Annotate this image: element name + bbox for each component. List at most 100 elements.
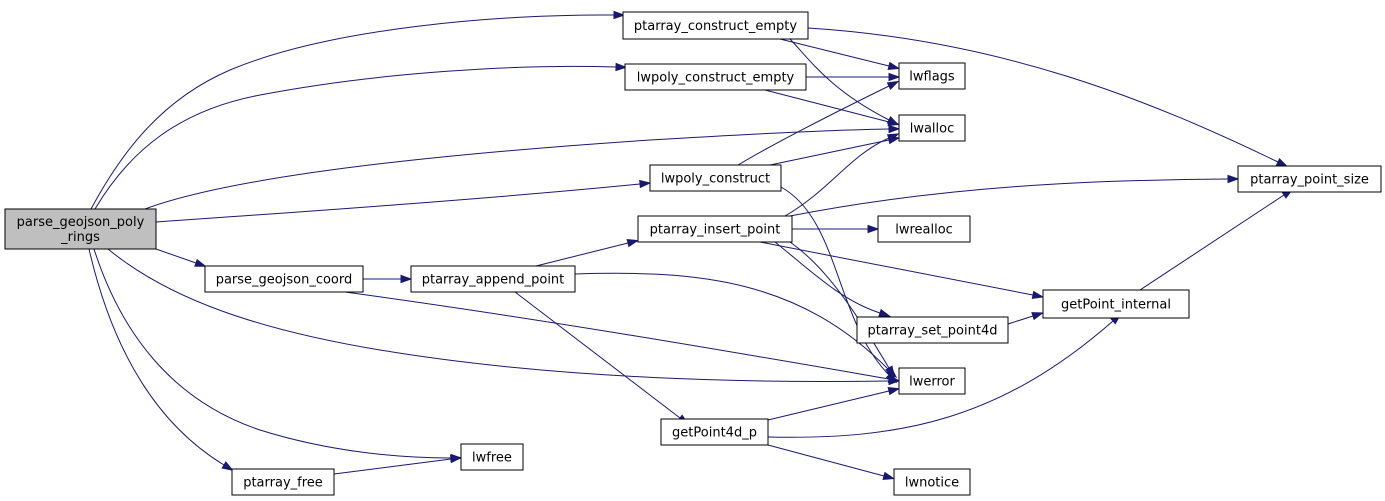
node-ptarray-set-point4d[interactable]: ptarray_set_point4d (856, 316, 1009, 344)
edge-getPoint4d_p-to-lwnotice (767, 444, 896, 480)
arrow-head (888, 72, 901, 82)
edge-lwpoly_construct_empty-to-lwflags (806, 72, 901, 82)
edge-parse_geojson_coord-to-ptarray_append_point (363, 274, 413, 284)
node-lwnotice[interactable]: lwnotice (893, 468, 971, 496)
node-box (877, 215, 971, 243)
edge-line (107, 248, 890, 382)
arrow-head (400, 274, 413, 284)
edge-line (344, 291, 890, 380)
node-lwrealloc[interactable]: lwrealloc (877, 215, 971, 243)
edge-ptarray_set_point4d-to-getPoint_internal (1007, 312, 1044, 325)
node-ptarray-point-size[interactable]: ptarray_point_size (1237, 165, 1382, 193)
node-box (4, 208, 157, 250)
node-label: lwerror (909, 375, 955, 390)
arrow-head (882, 471, 896, 480)
arrow-head (887, 374, 901, 384)
node-label: ptarray_set_point4d (868, 324, 998, 339)
node-label: lwpoly_construct (661, 172, 770, 187)
node-label: ptarray_construct_empty (634, 19, 797, 34)
edge-line (784, 137, 890, 217)
edge-line (93, 248, 452, 459)
node-lwfree[interactable]: lwfree (460, 443, 524, 471)
arrow-head (887, 61, 901, 70)
edge-line (779, 38, 890, 67)
node-box (460, 443, 524, 471)
node-box (660, 418, 769, 446)
node-box (204, 265, 364, 293)
node-ptarray-construct-empty[interactable]: ptarray_construct_empty (622, 11, 809, 40)
node-label: parse_geojson_coord (216, 273, 353, 288)
edge-ptarray_append_point-to-lwerror (574, 272, 898, 379)
edge-line (90, 14, 615, 210)
arrow-head (613, 10, 626, 20)
node-label: ptarray_insert_point (650, 223, 781, 238)
node-label: ptarray_point_size (1250, 173, 1369, 188)
arrow-head (626, 239, 640, 248)
arrow-head (885, 365, 895, 378)
node-ptarray-insert-point[interactable]: ptarray_insert_point (637, 215, 793, 243)
node-lwerror[interactable]: lwerror (898, 367, 966, 395)
node-label: lwalloc (910, 122, 955, 137)
arrow-head (888, 124, 901, 134)
node-getPoint4d-p[interactable]: getPoint4d_p (660, 418, 769, 446)
node-box (856, 316, 1009, 344)
node-box (624, 63, 807, 91)
node-box (649, 164, 782, 192)
edge-line (737, 85, 890, 166)
edge-line (789, 178, 1229, 217)
node-label: ptarray_free (243, 476, 323, 491)
edge-line (514, 291, 681, 419)
arrow-head (1031, 312, 1044, 321)
edge-ptarray_free-to-lwfree (333, 454, 463, 475)
node-lwpoly-construct[interactable]: lwpoly_construct (649, 164, 782, 192)
node-ptarray-append-point[interactable]: ptarray_append_point (410, 265, 576, 293)
edge-ptarray_insert_point-to-lwalloc (784, 133, 900, 217)
node-label: lwflags (909, 70, 955, 85)
arrow-head (1031, 290, 1045, 300)
edge-parse_geojson_poly_rings-to-ptarray_free (88, 248, 234, 471)
node-parse-geojson-coord[interactable]: parse_geojson_coord (204, 265, 364, 293)
edge-line (88, 248, 225, 466)
edge-parse_geojson_coord-to-lwerror (344, 291, 901, 384)
edge-ptarray_append_point-to-ptarray_insert_point (535, 239, 640, 267)
arrow-head (194, 258, 207, 267)
edge-parse_geojson_poly_rings-to-lwalloc (144, 124, 901, 210)
edge-line (769, 139, 890, 166)
nodes-layer: parse_geojson_poly_rings ptarray_construc… (4, 11, 1382, 496)
node-getPoint-internal[interactable]: getPoint_internal (1042, 289, 1190, 319)
node-lwalloc[interactable]: lwalloc (898, 114, 966, 142)
edge-line (155, 248, 197, 264)
edge-line (774, 241, 881, 314)
edge-line (1007, 315, 1034, 325)
node-label: lwpoly_construct_empty (637, 71, 795, 86)
node-lwpoly-construct-empty[interactable]: lwpoly_construct_empty (624, 63, 807, 91)
edge-line (535, 242, 629, 267)
edge-line (759, 241, 1034, 296)
node-lwflags[interactable]: lwflags (898, 62, 966, 90)
arrow-head (886, 133, 900, 143)
arrow-head (887, 117, 901, 126)
node-box (410, 265, 576, 293)
edge-line (94, 65, 617, 210)
node-label: parse_geojson_poly (17, 215, 145, 230)
node-box (637, 215, 793, 243)
edge-parse_geojson_poly_rings-to-parse_geojson_coord (155, 248, 207, 267)
node-label: ptarray_append_point (422, 273, 565, 288)
edge-lwpoly_construct-to-lwflags (737, 80, 900, 166)
node-box (893, 468, 971, 496)
node-box (231, 468, 335, 496)
arrow-head (1275, 157, 1289, 168)
edge-ptarray_construct_empty-to-lwflags (779, 38, 901, 70)
node-box (898, 367, 966, 395)
node-label: lwfree (472, 451, 512, 466)
node-label: lwnotice (905, 476, 959, 491)
node-box (1237, 165, 1382, 193)
edge-lwpoly_construct-to-lwalloc (769, 135, 901, 166)
node-parse-geojson-poly-rings[interactable]: parse_geojson_poly_rings (4, 208, 157, 250)
edge-line (789, 38, 890, 121)
arrow-head (878, 308, 891, 317)
node-ptarray-free[interactable]: ptarray_free (231, 468, 335, 496)
edge-ptarray_insert_point-to-ptarray_point_size (789, 174, 1240, 217)
edge-line (574, 272, 890, 371)
